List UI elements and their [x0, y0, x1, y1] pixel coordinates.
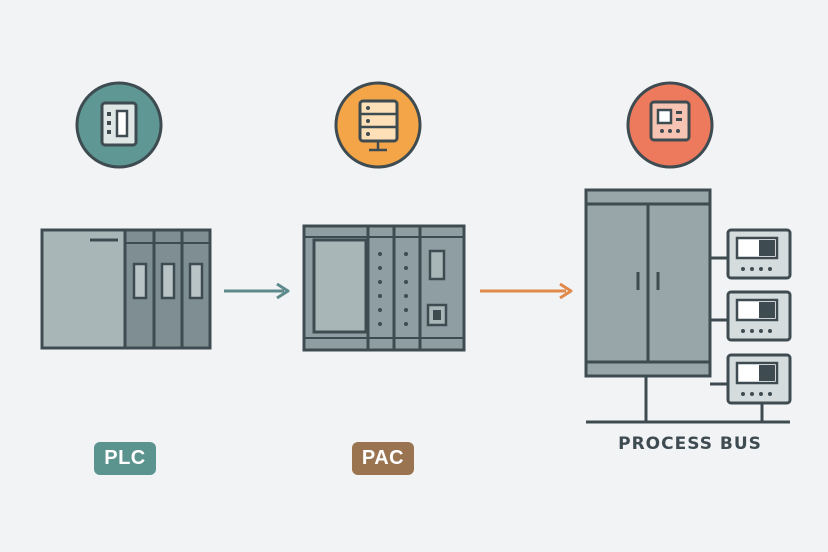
plc-device — [40, 228, 212, 350]
control-panel-icon — [649, 100, 691, 142]
field-device-1 — [726, 228, 792, 280]
field-device-3 — [726, 353, 792, 405]
arrow-plc-to-pac — [224, 282, 290, 300]
pac-icon-badge — [334, 81, 422, 169]
plc-icon-badge — [75, 81, 163, 169]
process-cabinet — [584, 188, 712, 378]
plc-label: PLC — [94, 442, 156, 475]
pac-label: PAC — [352, 442, 414, 475]
pac-device — [302, 224, 466, 352]
process-bus-icon-badge — [626, 81, 714, 169]
plc-module-icon — [100, 101, 138, 147]
process-bus-label: PROCESS BUS — [618, 434, 762, 454]
server-rack-icon — [358, 99, 399, 152]
field-device-2 — [726, 290, 792, 342]
process-bus-line — [586, 256, 790, 424]
arrow-pac-to-process-bus — [480, 282, 573, 300]
